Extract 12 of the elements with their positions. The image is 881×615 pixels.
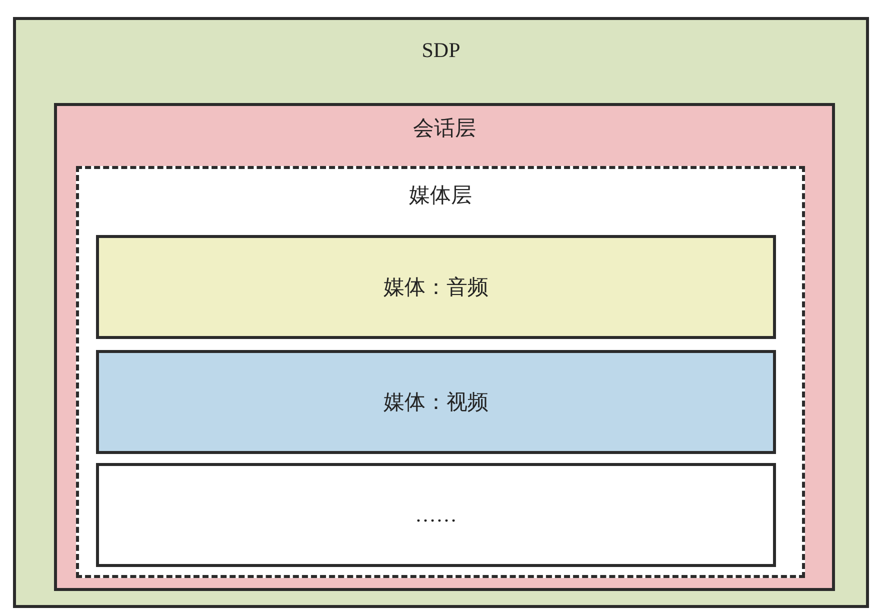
box-label: 媒体：音频 [384, 274, 488, 301]
layer-title: 会话层 [413, 115, 476, 142]
box-label: 媒体：视频 [384, 389, 488, 416]
box-label: …… [415, 502, 457, 528]
layer-box [13, 17, 869, 608]
media-box [96, 350, 776, 454]
media-box [96, 463, 776, 567]
layer-box [54, 103, 835, 591]
media-box [96, 235, 776, 339]
layer-title: 媒体层 [409, 182, 472, 209]
layer-box [76, 166, 805, 578]
layer-title: SDP [422, 38, 460, 63]
